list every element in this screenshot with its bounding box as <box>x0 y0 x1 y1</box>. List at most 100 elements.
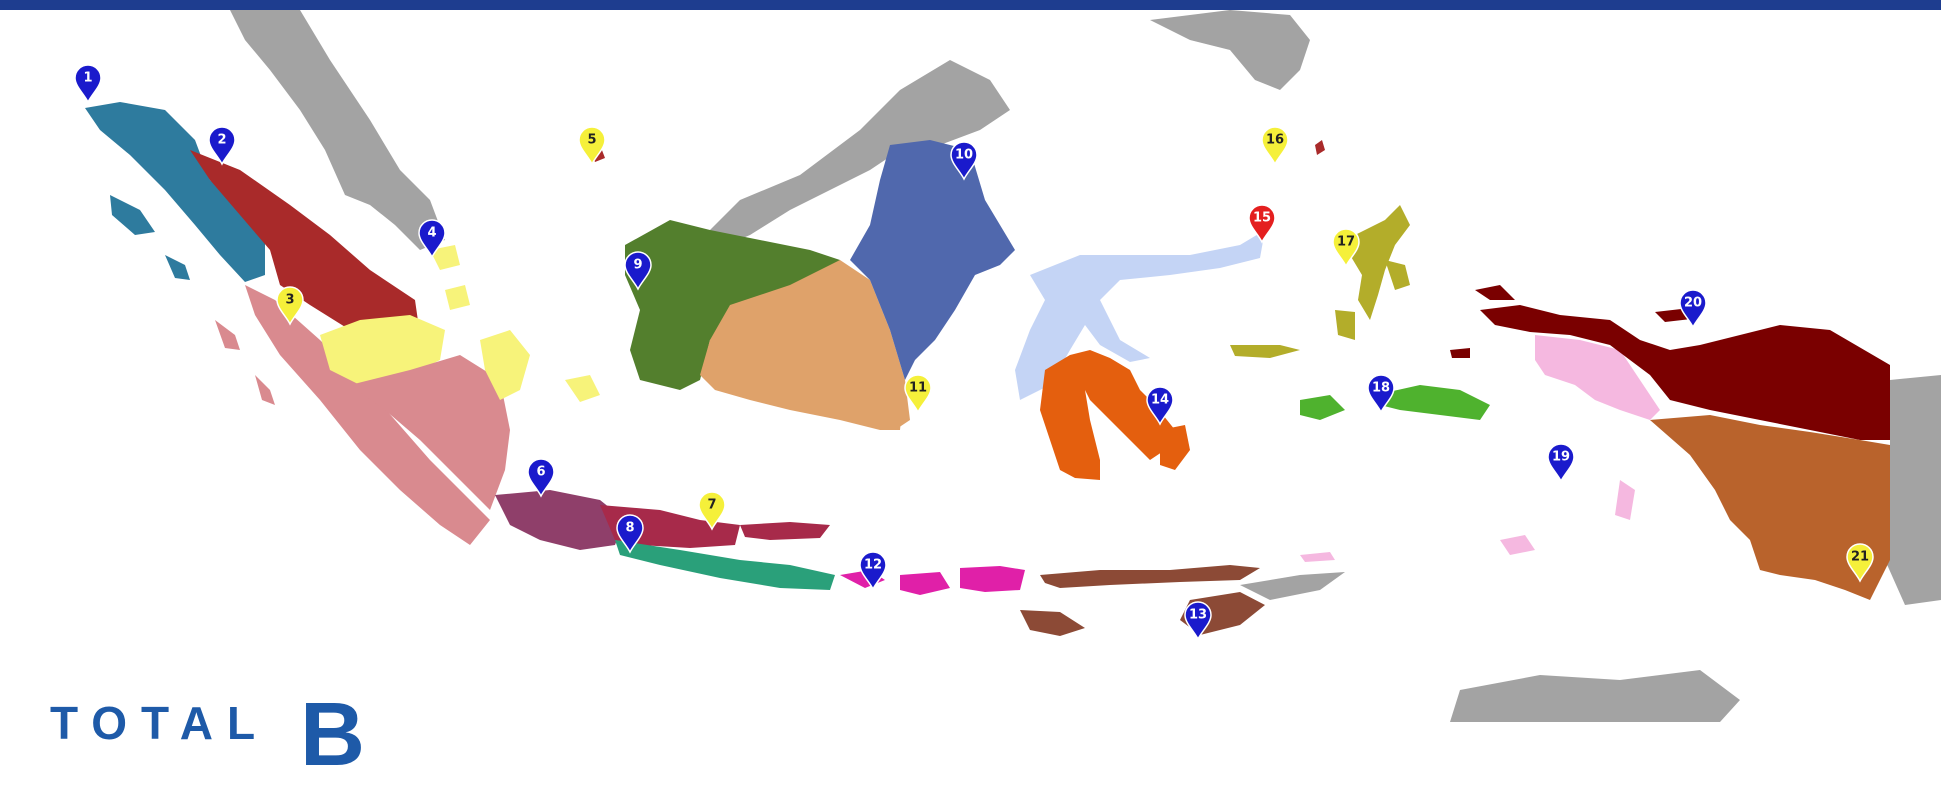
map-marker-11[interactable]: 11 <box>904 374 932 414</box>
province-east-java <box>615 540 835 590</box>
map-marker-13[interactable]: 13 <box>1184 601 1212 641</box>
province-north-maluku <box>1335 205 1410 340</box>
map-marker-label: 14 <box>1151 393 1169 408</box>
province-north-sumatra <box>190 150 420 345</box>
map-pin-icon <box>1248 204 1276 244</box>
map-pin-icon <box>1261 126 1289 166</box>
map-pin-icon <box>74 64 102 104</box>
map-pin-icon <box>904 374 932 414</box>
province-west-sumatra <box>245 285 490 545</box>
map-marker-label: 11 <box>909 381 927 396</box>
province-east-kalimantan <box>850 140 1015 380</box>
map-pin-icon <box>527 458 555 498</box>
province-north-central-sulawesi <box>1015 230 1265 400</box>
map-pin-icon <box>624 251 652 291</box>
timor-leste <box>1240 572 1345 600</box>
province-aceh <box>85 102 265 282</box>
map-marker-16[interactable]: 16 <box>1261 126 1289 166</box>
map-marker-label: 6 <box>536 465 545 480</box>
madura <box>740 522 830 540</box>
province-papua-south <box>1650 415 1890 600</box>
bottom-caption-large: B <box>300 685 365 785</box>
map-marker-label: 19 <box>1552 450 1570 465</box>
map-pin-icon <box>1846 543 1874 583</box>
map-marker-label: 21 <box>1851 550 1869 565</box>
map-pin-icon <box>578 126 606 166</box>
map-marker-label: 12 <box>864 558 882 573</box>
map-marker-19[interactable]: 19 <box>1547 443 1575 483</box>
map-pin-icon <box>950 141 978 181</box>
map-marker-12[interactable]: 12 <box>859 551 887 591</box>
map-marker-9[interactable]: 9 <box>624 251 652 291</box>
province-south-kalimantan <box>880 360 910 430</box>
map-marker-8[interactable]: 8 <box>616 514 644 554</box>
map-pin-icon <box>616 514 644 554</box>
provinces <box>85 102 1890 636</box>
map-marker-label: 13 <box>1189 608 1207 623</box>
map-marker-label: 17 <box>1337 235 1355 250</box>
map-marker-4[interactable]: 4 <box>418 219 446 259</box>
map-marker-20[interactable]: 20 <box>1679 289 1707 329</box>
map-pin-icon <box>208 126 236 166</box>
map-pin-icon <box>418 219 446 259</box>
map-marker-21[interactable]: 21 <box>1846 543 1874 583</box>
west-sumatra-islands <box>110 195 190 280</box>
map-marker-label: 5 <box>587 133 596 148</box>
map-pin-icon <box>1547 443 1575 483</box>
map-marker-14[interactable]: 14 <box>1146 386 1174 426</box>
papua-new-guinea <box>1885 375 1941 605</box>
map-pin-icon <box>276 286 304 326</box>
map-marker-18[interactable]: 18 <box>1367 374 1395 414</box>
province-jambi-south-sumatra <box>350 355 510 510</box>
map-pin-icon <box>1184 601 1212 641</box>
malay-peninsula <box>230 10 445 250</box>
province-ntt <box>1020 565 1265 636</box>
map-marker-label: 4 <box>427 226 436 241</box>
map-pin-icon <box>698 491 726 531</box>
tanimbar-aru-islands <box>1300 480 1635 562</box>
map-marker-15[interactable]: 15 <box>1248 204 1276 244</box>
province-central-kalimantan <box>700 260 905 430</box>
map-pin-icon <box>1146 386 1174 426</box>
map-pin-icon <box>1679 289 1707 329</box>
neighbor-countries <box>230 10 1941 722</box>
province-west-papua <box>1535 335 1660 420</box>
map-marker-7[interactable]: 7 <box>698 491 726 531</box>
map-pin-icon <box>1332 228 1360 268</box>
map-marker-label: 10 <box>955 148 973 163</box>
map-marker-5[interactable]: 5 <box>578 126 606 166</box>
philippines <box>1150 10 1310 90</box>
bottom-caption: TOTAL <box>50 697 270 749</box>
map-marker-label: 20 <box>1684 296 1702 311</box>
map-marker-label: 16 <box>1266 133 1284 148</box>
map-marker-label: 9 <box>633 258 642 273</box>
province-south-sulawesi <box>1040 350 1175 480</box>
map-marker-6[interactable]: 6 <box>527 458 555 498</box>
map-marker-label: 7 <box>707 498 716 513</box>
map-marker-label: 15 <box>1253 211 1271 226</box>
riau-islands <box>430 245 600 402</box>
map-marker-3[interactable]: 3 <box>276 286 304 326</box>
province-maluku <box>1300 385 1490 420</box>
sula-islands <box>1230 345 1300 358</box>
map-pin-icon <box>859 551 887 591</box>
map-marker-1[interactable]: 1 <box>74 64 102 104</box>
map-marker-10[interactable]: 10 <box>950 141 978 181</box>
north-borneo-malaysia <box>700 60 1010 250</box>
map-pin-icon <box>1367 374 1395 414</box>
province-papua-north <box>1480 305 1890 440</box>
province-riau <box>320 315 445 385</box>
buton-islands <box>1160 425 1190 470</box>
province-bali-ntb <box>840 566 1025 595</box>
map-marker-label: 3 <box>285 293 294 308</box>
map-marker-label: 8 <box>625 521 634 536</box>
australia-north <box>1450 670 1740 722</box>
mentawai-islands <box>215 320 275 405</box>
header-bar <box>0 0 1941 10</box>
map-marker-label: 1 <box>83 71 92 86</box>
province-banten-west-java <box>495 490 625 550</box>
map-marker-2[interactable]: 2 <box>208 126 236 166</box>
map-marker-17[interactable]: 17 <box>1332 228 1360 268</box>
